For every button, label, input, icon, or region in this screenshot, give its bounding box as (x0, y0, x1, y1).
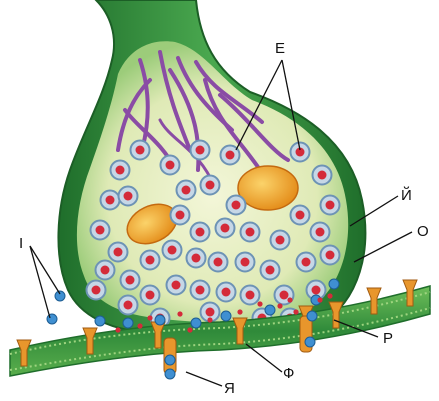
vesicle-icon (109, 243, 128, 262)
ion-icon (265, 305, 275, 315)
vesicle-icon (241, 286, 260, 305)
vesicle-icon (201, 176, 220, 195)
vesicle-icon (191, 141, 210, 160)
ion-icon (191, 318, 201, 328)
mitochondrion (238, 166, 298, 210)
label-o: О (417, 224, 429, 239)
vesicle-icon (141, 286, 160, 305)
vesicle-icon (131, 141, 150, 160)
vesicle-icon (311, 223, 330, 242)
ion-icon (165, 355, 175, 365)
leader-ya (186, 372, 222, 386)
neurotransmitter-icon (287, 297, 292, 302)
neurotransmitter-icon (187, 327, 192, 332)
vesicle-icon (119, 296, 138, 315)
vesicle-icon (187, 249, 206, 268)
vesicle-icon (96, 261, 115, 280)
neurotransmitter-icon (317, 297, 322, 302)
vesicle-icon (141, 251, 160, 270)
vesicle-icon (291, 143, 310, 162)
vesicle-icon (236, 253, 255, 272)
leader-i-2 (30, 246, 50, 318)
vesicle-icon (209, 253, 228, 272)
leader-f (246, 344, 282, 372)
ion-icon (221, 311, 231, 321)
neurotransmitter-icon (147, 315, 152, 320)
neurotransmitter-icon (207, 317, 212, 322)
vesicle-icon (261, 261, 280, 280)
ion-icon (47, 314, 57, 324)
ion-icon (155, 315, 165, 325)
vesicle-icon (119, 187, 138, 206)
vesicle-icon (227, 196, 246, 215)
vesicle-icon (291, 206, 310, 225)
vesicle-icon (171, 206, 190, 225)
vesicle-icon (191, 223, 210, 242)
leader-i-1 (30, 246, 60, 294)
vesicle-icon (91, 221, 110, 240)
label-i: І (19, 236, 23, 251)
vesicle-icon (321, 196, 340, 215)
neurotransmitter-icon (277, 303, 282, 308)
vesicle-icon (313, 166, 332, 185)
vesicle-icon (87, 281, 106, 300)
ion-icon (305, 337, 315, 347)
neurotransmitter-icon (137, 323, 142, 328)
vesicle-icon (321, 246, 340, 265)
neurotransmitter-icon (293, 309, 298, 314)
neurotransmitter-icon (327, 293, 332, 298)
label-f: Ф (283, 366, 294, 381)
vesicle-icon (167, 276, 186, 295)
label-e: Е (275, 41, 285, 56)
vesicle-icon (177, 181, 196, 200)
vesicle-icon (241, 223, 260, 242)
neurotransmitter-icon (115, 327, 120, 332)
vesicle-icon (111, 161, 130, 180)
label-y: Й (401, 188, 412, 203)
vesicle-icon (101, 191, 120, 210)
vesicle-icon (271, 231, 290, 250)
ion-icon (95, 316, 105, 326)
neurotransmitter-icon (237, 309, 242, 314)
label-ya: Я (224, 381, 235, 396)
vesicle-icon (163, 241, 182, 260)
ion-icon (165, 369, 175, 379)
vesicle-icon (216, 219, 235, 238)
vesicle-icon (297, 253, 316, 272)
ion-icon (307, 311, 317, 321)
label-r: Р (383, 331, 393, 346)
vesicle-icon (217, 283, 236, 302)
neurotransmitter-icon (177, 311, 182, 316)
ion-icon (55, 291, 65, 301)
neurotransmitter-icon (257, 301, 262, 306)
vesicle-icon (161, 156, 180, 175)
ion-icon (123, 318, 133, 328)
vesicle-icon (121, 271, 140, 290)
ion-icon (329, 279, 339, 289)
vesicle-icon (191, 281, 210, 300)
